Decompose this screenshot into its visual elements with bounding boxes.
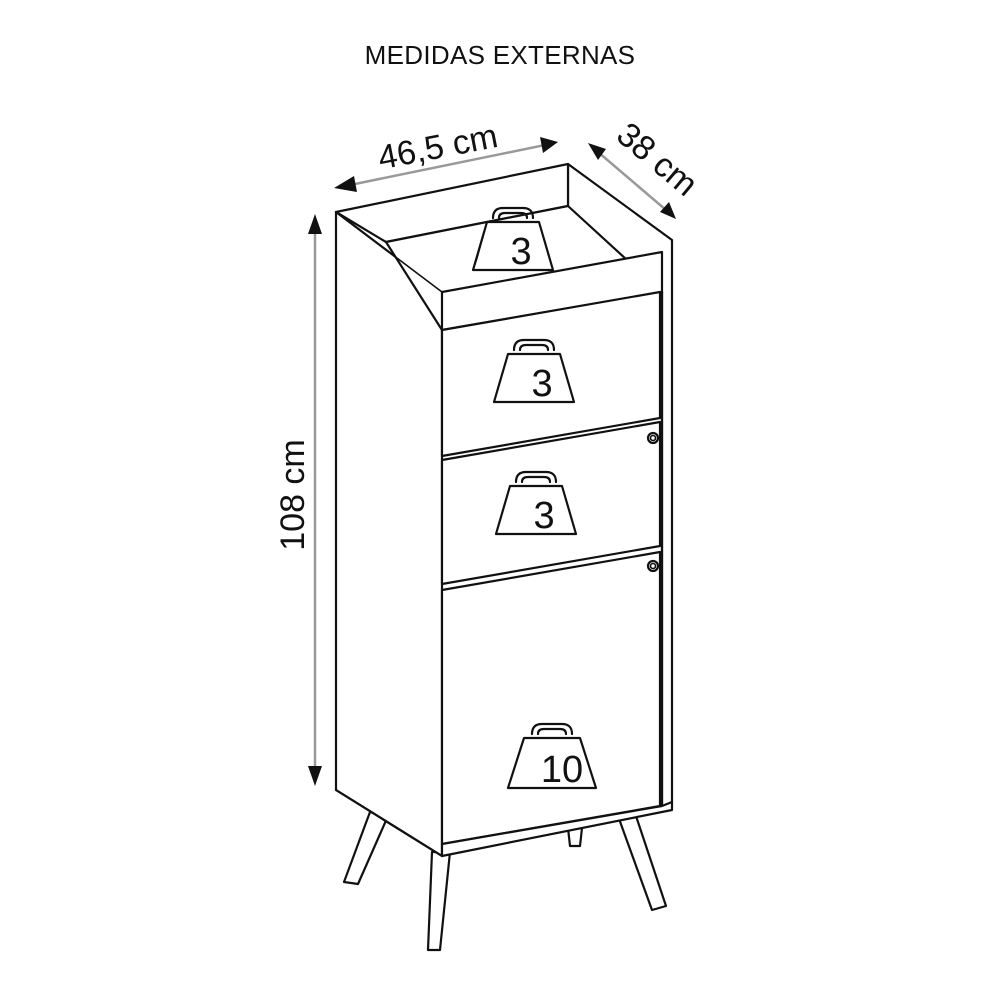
weight-label-drawer-upper: 3 <box>531 363 552 405</box>
knob-icon[interactable] <box>646 431 660 445</box>
diagram-title: MEDIDAS EXTERNAS <box>365 40 636 70</box>
weight-label-top-shelf: 3 <box>510 231 531 273</box>
weight-icon-drawer-upper: 3 <box>492 338 576 405</box>
knob-icon[interactable] <box>646 559 660 573</box>
weight-label-drawer-lower: 3 <box>533 495 554 537</box>
weight-icon-top-shelf: 3 <box>471 206 555 273</box>
legs <box>342 810 668 952</box>
weight-icon-cabinet-door: 10 <box>506 722 598 791</box>
leg-back-right <box>616 814 668 912</box>
width-label: 46,5 cm <box>375 117 501 177</box>
height-dimension: 108 cm <box>274 214 322 786</box>
cabinet-door[interactable] <box>440 550 662 846</box>
height-label: 108 cm <box>274 439 312 551</box>
cabinet-base <box>440 800 674 858</box>
leg-front-left <box>426 850 452 952</box>
depth-label: 38 cm <box>609 115 704 204</box>
weight-icon-drawer-lower: 3 <box>494 470 578 537</box>
leg-back-left <box>342 810 390 886</box>
weight-label-cabinet-door: 10 <box>541 749 583 791</box>
cabinet-side-panel <box>334 210 444 858</box>
